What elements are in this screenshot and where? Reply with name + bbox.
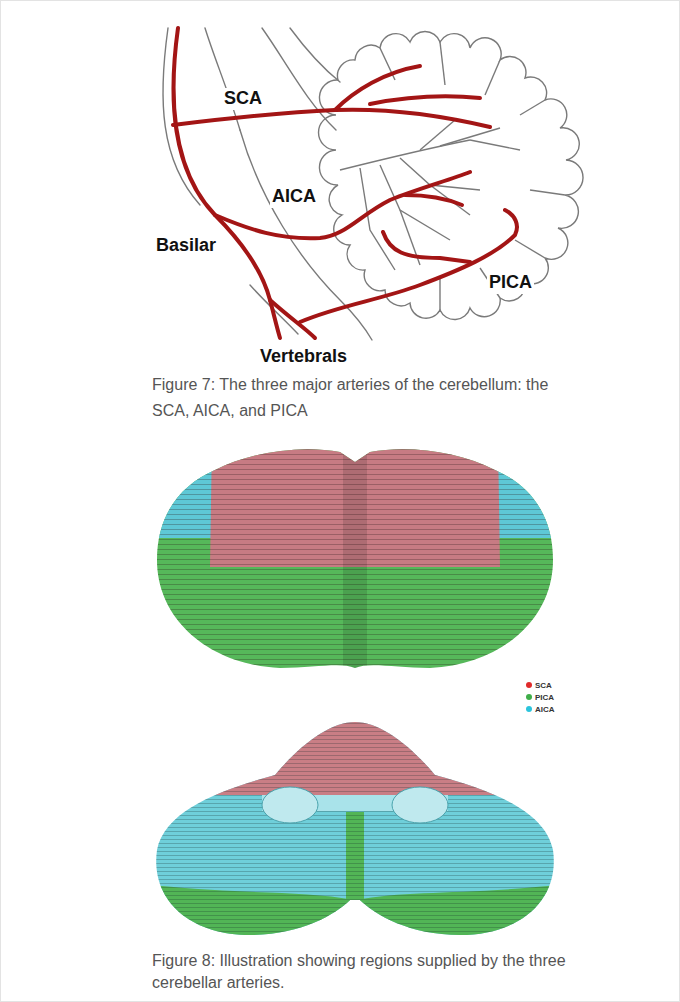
artery (173, 28, 517, 338)
legend-text: PICA (535, 693, 554, 702)
artery-label: PICA (487, 272, 534, 294)
legend-entry: SCA (526, 679, 552, 691)
figure-caption: Figure 8: Illustration showing regions s… (152, 950, 577, 994)
artery-label: AICA (270, 186, 318, 208)
legend-text: SCA (535, 681, 552, 690)
legend-entry: AICA (526, 703, 555, 715)
cerebellum-superior-view (150, 440, 560, 675)
legend-entry: PICA (526, 691, 554, 703)
artery-label: SCA (222, 88, 264, 110)
cerebellum-outline (319, 32, 583, 320)
legend-swatch (526, 694, 532, 700)
legend-text: AICA (535, 705, 555, 714)
artery-label: Vertebrals (258, 346, 349, 368)
cerebellum-inferior-view (150, 715, 560, 940)
figure-caption: Figure 7: The three major arteries of th… (152, 372, 577, 424)
brainstem-outline (163, 28, 372, 340)
legend-swatch (526, 706, 532, 712)
legend-swatch (526, 682, 532, 688)
artery-label: Basilar (154, 235, 218, 257)
